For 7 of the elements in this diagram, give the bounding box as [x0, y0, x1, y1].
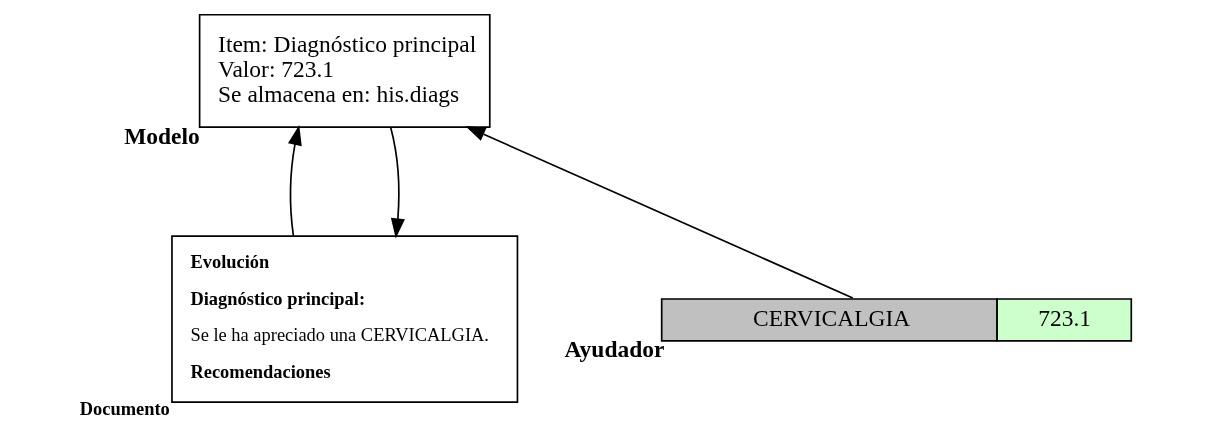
node-label: Modelo: [124, 123, 200, 150]
arrow: [465, 126, 854, 299]
node-box: Item: Diagnóstico principal Valor: 723.1 Se almacena en: his.diags: [198, 13, 491, 128]
node-box: Evolución Diagnóstico principal: Se le ha apreciado una CERVICALGIA. Recomendaciones: [171, 235, 519, 403]
arrow: [389, 126, 405, 239]
arrow: [287, 125, 302, 237]
node-label: Documento: [79, 399, 170, 420]
